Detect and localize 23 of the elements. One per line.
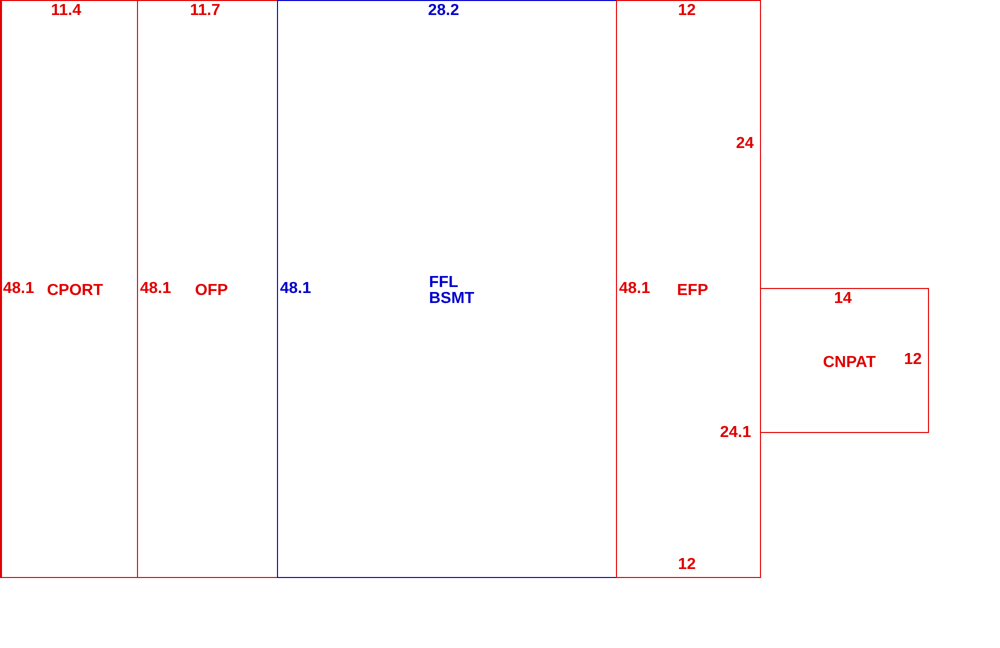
room-outline [760,288,929,433]
room-label: OFP [195,283,229,299]
dimension-label: 14 [834,291,852,307]
room-outline [137,0,278,578]
dimension-label: 12 [678,557,696,573]
room-outline [277,0,617,578]
dimension-label: 48.1 [140,281,172,297]
dimension-label: 11.7 [190,3,220,19]
room-label: FFL BSMT [429,275,476,307]
dimension-label: 11.4 [51,3,82,19]
room-label: CNPAT [823,355,877,371]
room-label: EFP [677,283,710,299]
dimension-label: 12 [904,352,922,368]
dimension-label: 48.1 [280,281,312,297]
dimension-label: 12 [678,3,696,19]
dimension-label: 28.2 [428,3,460,19]
dimension-label: 48.1 [619,281,650,297]
dimension-label: 48.1 [3,281,34,297]
dimension-label: 24.1 [720,425,752,441]
room-label: CPORT [47,283,104,299]
room-outline [0,0,138,578]
room-outline [616,0,761,578]
dimension-label: 24 [736,136,754,152]
